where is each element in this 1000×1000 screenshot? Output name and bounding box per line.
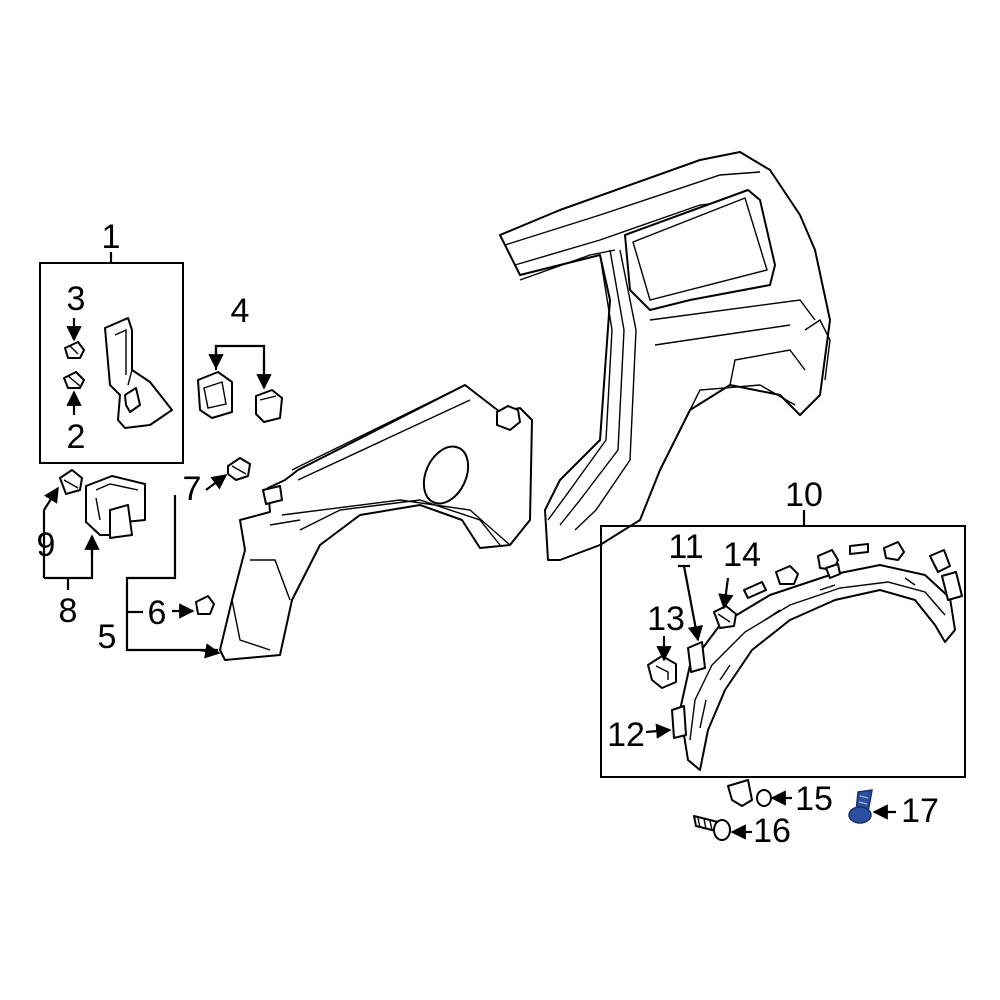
loose-clips xyxy=(743,541,963,601)
callout-6: 6 xyxy=(148,594,167,632)
part-4-clip-a xyxy=(197,371,233,419)
part-8-bracket xyxy=(85,475,146,539)
part-12-pad xyxy=(671,705,687,739)
part-9-clip xyxy=(59,469,83,495)
part-15-push-clip xyxy=(727,779,772,807)
callout-13: 13 xyxy=(647,600,685,638)
callout-3: 3 xyxy=(67,280,86,318)
part-14-clip xyxy=(713,605,737,629)
part-11-pad xyxy=(687,641,706,673)
part-2-clip xyxy=(63,371,85,389)
callout-4: 4 xyxy=(231,292,250,330)
body-shell xyxy=(499,151,831,561)
callout-16: 16 xyxy=(753,812,791,850)
part-3-clip xyxy=(64,341,85,359)
callout-9: 9 xyxy=(37,526,56,564)
callout-1: 1 xyxy=(102,218,121,256)
callout-5: 5 xyxy=(98,618,117,656)
callout-8: 8 xyxy=(59,592,78,630)
callout-10: 10 xyxy=(785,476,823,514)
callout-7: 7 xyxy=(183,470,202,508)
part-6-plug xyxy=(195,595,215,615)
part-7-clip xyxy=(227,457,251,481)
part-16-screw xyxy=(693,815,731,841)
quarter-panel xyxy=(219,384,533,661)
callout-15: 15 xyxy=(795,780,833,818)
part-1-bracket xyxy=(104,317,173,429)
group-box-10 xyxy=(600,525,966,778)
part-17-bolt xyxy=(848,789,873,824)
callout-17: 17 xyxy=(901,792,939,830)
part-13-clip xyxy=(647,655,677,689)
callout-2: 2 xyxy=(67,418,86,456)
callout-14: 14 xyxy=(723,536,761,574)
part-4-clip-b xyxy=(255,389,283,423)
callout-12: 12 xyxy=(607,716,645,754)
callout-11: 11 xyxy=(668,528,703,566)
fender-flare-molding xyxy=(679,564,956,771)
